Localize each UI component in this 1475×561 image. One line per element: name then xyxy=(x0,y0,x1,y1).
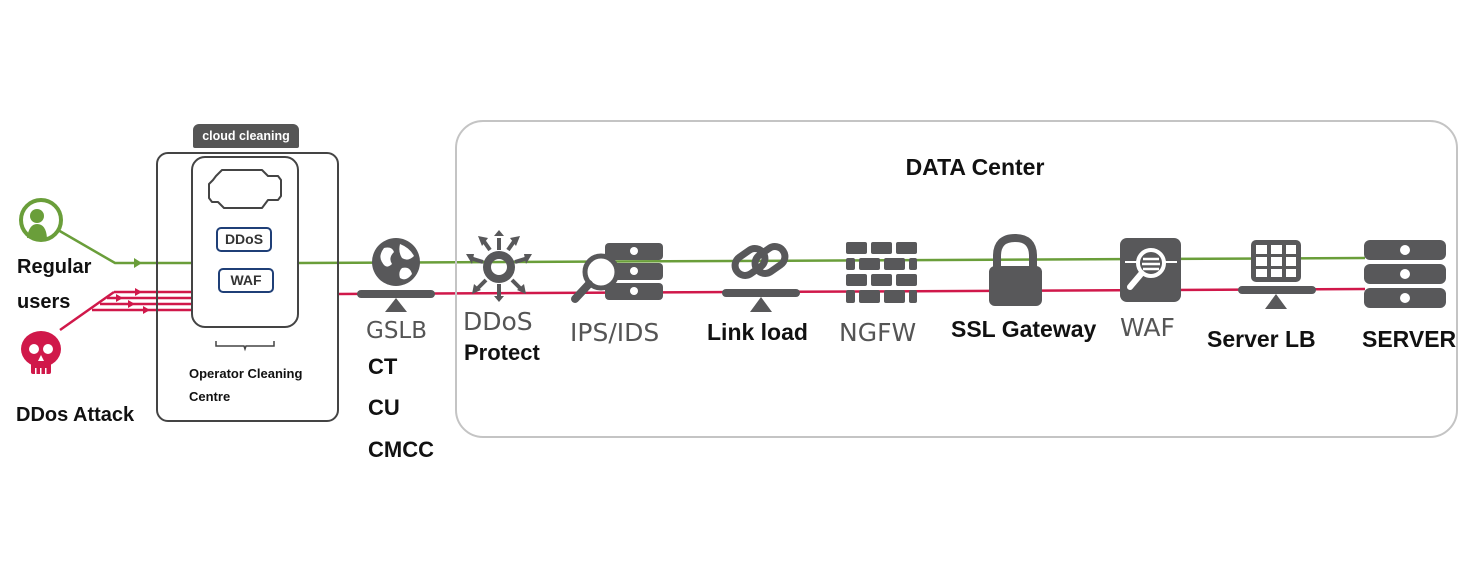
carrier-cmcc: CMCC xyxy=(368,437,434,462)
cloud-cleaning-tab: cloud cleaning xyxy=(193,124,299,148)
ssl-gateway-label: SSL Gateway xyxy=(951,316,1097,342)
ddos-badge: DDoS xyxy=(216,227,272,252)
attack-arrowheads xyxy=(116,288,150,314)
data-center-box xyxy=(455,120,1458,438)
ngfw-label: NGFW xyxy=(839,318,917,347)
waf-label: WAF xyxy=(1120,313,1175,342)
data-center-title: DATA Center xyxy=(905,154,1045,180)
regular-arrowhead xyxy=(134,258,142,268)
link-load-label: Link load xyxy=(707,319,808,345)
carrier-cu: CU xyxy=(368,395,400,420)
waf-badge: WAF xyxy=(218,268,274,293)
gslb-label: GSLB xyxy=(366,318,428,344)
server-label: SERVER xyxy=(1362,326,1457,352)
ips-ids-label: IPS/IDS xyxy=(570,318,660,347)
operator-cleaning-centre-box xyxy=(156,152,339,422)
ddos-protect-label-line2: Protect xyxy=(464,340,540,365)
operator-caption-line1: Operator Cleaning xyxy=(189,366,303,381)
regular-users-label-line1: Regular xyxy=(17,256,92,278)
carrier-ct: CT xyxy=(368,354,398,379)
regular-users-label-line2: users xyxy=(17,291,71,313)
server-lb-label: Server LB xyxy=(1207,326,1316,352)
ddos-attack-label: DDos Attack xyxy=(16,404,135,426)
ddos-protect-label-line1: DDoS xyxy=(463,307,533,336)
operator-caption-line2: Centre xyxy=(189,389,231,404)
